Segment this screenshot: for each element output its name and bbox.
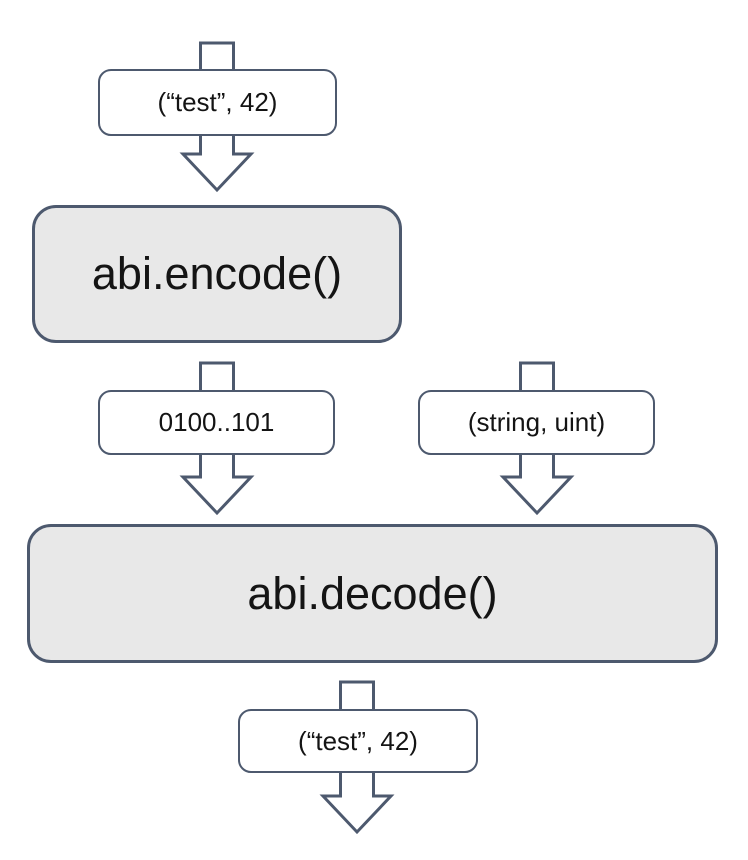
label-type-list-text: (string, uint) <box>467 407 606 437</box>
label-decoded-values: (“test”, 42) <box>238 709 478 773</box>
label-input-values: (“test”, 42) <box>98 69 337 136</box>
node-abi-decode: abi.decode() <box>27 524 718 663</box>
label-type-list: (string, uint) <box>418 390 655 455</box>
label-encoded-bytes: 0100..101 <box>98 390 335 455</box>
node-abi-decode-label: abi.decode() <box>247 567 498 619</box>
label-input-values-text: (“test”, 42) <box>157 87 278 117</box>
node-abi-encode-label: abi.encode() <box>91 248 343 299</box>
label-decoded-values-text: (“test”, 42) <box>298 725 418 756</box>
label-encoded-bytes-text: 0100..101 <box>158 407 275 437</box>
node-abi-encode: abi.encode() <box>32 205 402 343</box>
